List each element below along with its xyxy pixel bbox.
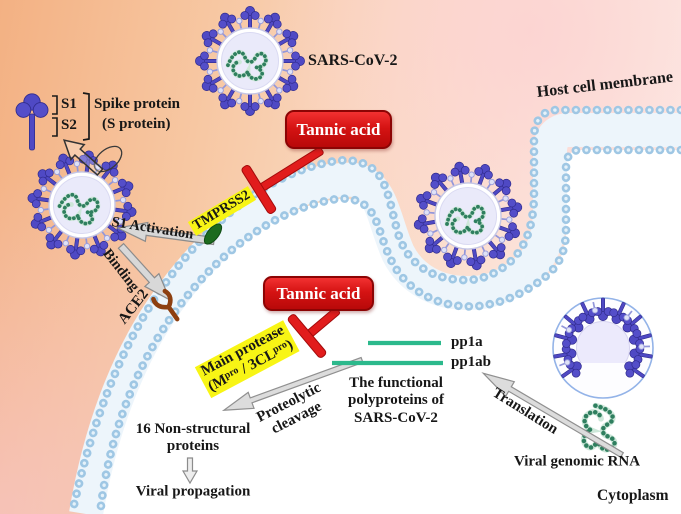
bracket-s1 [52,95,58,115]
s2-label: S2 [61,117,77,133]
nsp-label: 16 Non-structural proteins [136,421,251,456]
functional-polyproteins-label: The functional polyproteins of SARS-CoV-… [348,375,444,427]
inhibition-tbar-tmprss2 [241,147,324,214]
pp1a-label: pp1a [451,334,483,350]
bracket-spike-protein [82,92,90,141]
nsp-line1: 16 Non-structural [135,420,251,437]
bracket-s2 [52,117,58,137]
cytoplasm-label: Cytoplasm [597,487,669,504]
viral-genomic-rna-label: Viral genomic RNA [513,453,641,470]
virus-name-label: SARS-CoV-2 [308,52,398,69]
tannic-acid-box-1: Tannic acid [285,110,392,149]
tmprss2-oval [203,223,223,245]
arrow-translation [481,372,625,459]
spike-callout-ellipse [93,145,123,173]
viral-propagation-label: Viral propagation [135,483,251,500]
pp1ab-label: pp1ab [451,354,492,370]
spike-protein-label-line2: (S protein) [102,116,171,132]
membrane-tail-band [69,113,681,514]
functional-line2: polyproteins of [348,392,444,409]
s1-label: S1 [61,96,77,112]
spike-protein-label-line1: Spike protein [94,96,180,112]
nsp-line2: proteins [166,438,220,454]
virus-uncoating-vesicle [551,297,655,399]
arrow-spike-callout [62,139,104,177]
arrow-down-propagation [181,457,199,485]
tannic-acid-label-1: Tannic acid [296,119,381,139]
arrow-binding [117,242,172,302]
inhibition-tbar-protease [287,307,341,358]
arrow-s1-activation [115,221,216,246]
tannic-acid-box-2: Tannic acid [263,276,374,311]
tannic-acid-label-2: Tannic acid [276,283,361,303]
ace2-receptor [151,288,180,322]
functional-line3: SARS-CoV-2 [354,409,438,426]
functional-line1: The functional [349,375,443,392]
virus-sars-cov-2-top [195,6,304,115]
spike-protein-icon [15,93,49,151]
